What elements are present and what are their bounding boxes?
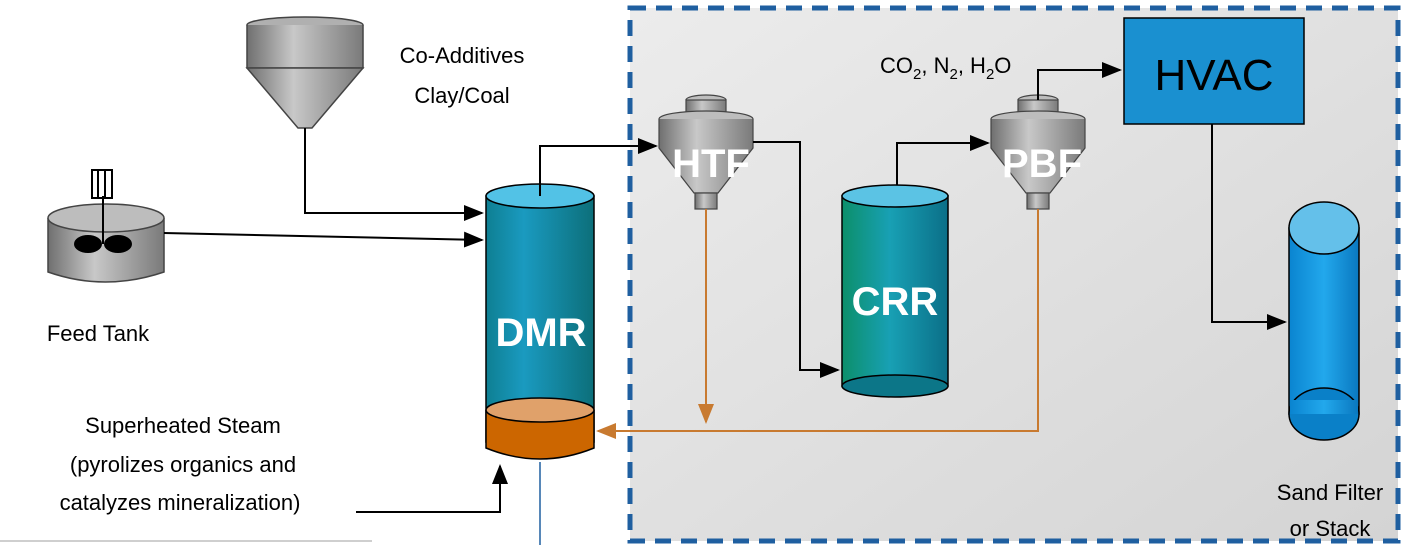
pbf-label: PBF — [1002, 142, 1082, 186]
hvac-label: HVAC — [1155, 51, 1274, 100]
pbf-solids-return-arrow — [596, 209, 1039, 439]
feed-tank-to-dmr-arrow — [163, 231, 484, 248]
steam-label-1: Superheated Steam — [85, 413, 281, 438]
sand-filter-label-2: or Stack — [1290, 516, 1372, 541]
crr-label: CRR — [852, 280, 939, 324]
steam-label-2: (pyrolizes organics and — [70, 452, 296, 477]
crr-reactor-icon — [841, 184, 949, 398]
pbf-to-hvac-arrow — [1037, 62, 1122, 100]
solids-recycle-lines — [596, 209, 1039, 439]
hvac-to-sand-filter-arrow — [1211, 124, 1287, 330]
dmr-label: DMR — [495, 311, 586, 355]
dmr-to-htf-arrow — [539, 138, 658, 196]
sand-filter-icon — [1288, 201, 1360, 441]
htf-to-crr-arrow — [753, 141, 840, 378]
exhaust-gases-label: CO2, N2, H2O — [880, 53, 1011, 83]
co-additives-label: Co-Additives — [400, 43, 525, 68]
process-flow-lines — [163, 62, 1287, 513]
co-additive-feed-arrow — [304, 128, 484, 221]
hvac-unit — [1123, 17, 1305, 125]
feed-tank-label: Feed Tank — [47, 321, 150, 346]
steam-label-3: catalyzes mineralization) — [60, 490, 301, 515]
sand-filter-label-1: Sand Filter — [1277, 480, 1383, 505]
co-additive-hopper-icon — [245, 16, 365, 129]
pbf-filter-icon — [990, 94, 1086, 210]
clay-coal-label: Clay/Coal — [414, 83, 509, 108]
steam-inlet-arrow — [356, 464, 508, 513]
crr-to-pbf-arrow — [896, 135, 990, 185]
feed-tank-icon — [47, 169, 165, 283]
htf-label: HTF — [672, 142, 750, 186]
htf-filter-icon — [658, 94, 754, 210]
